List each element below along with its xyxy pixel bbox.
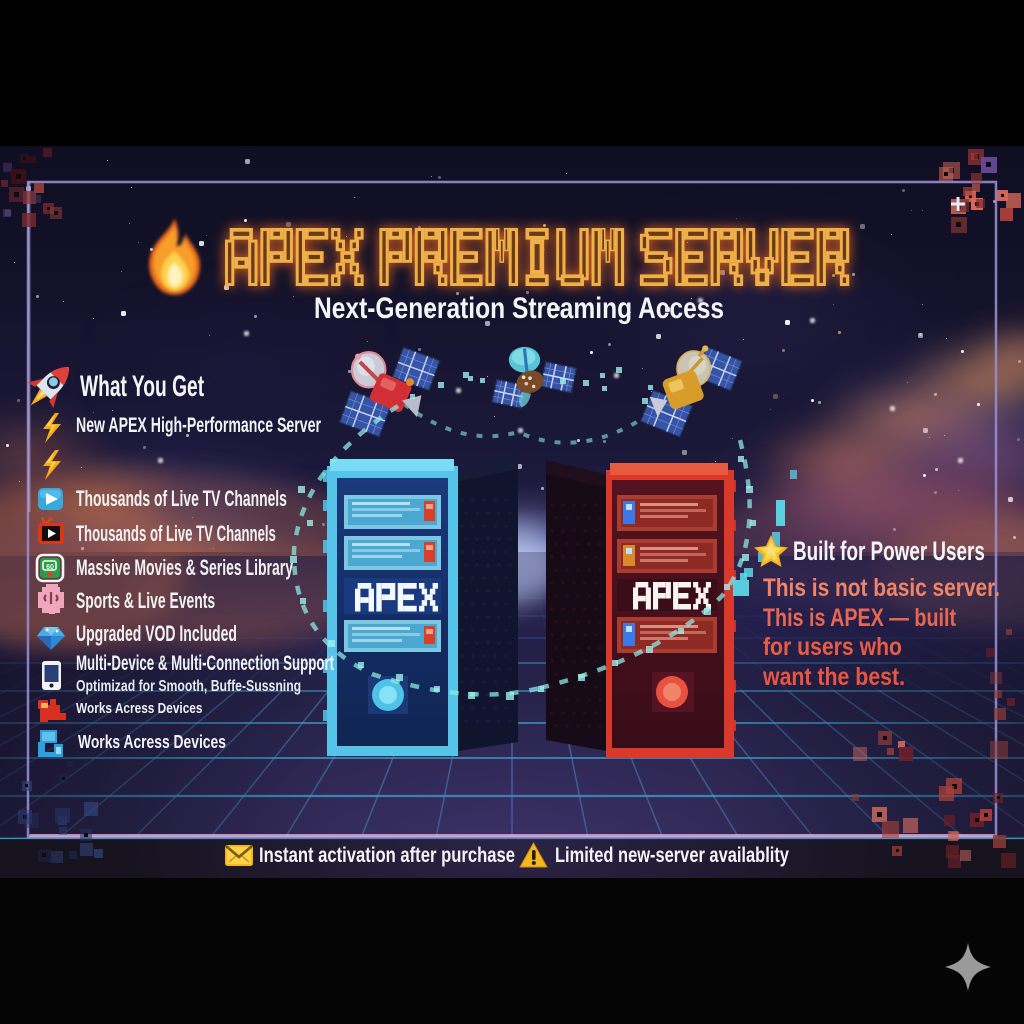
svg-text:60: 60 bbox=[46, 564, 54, 571]
